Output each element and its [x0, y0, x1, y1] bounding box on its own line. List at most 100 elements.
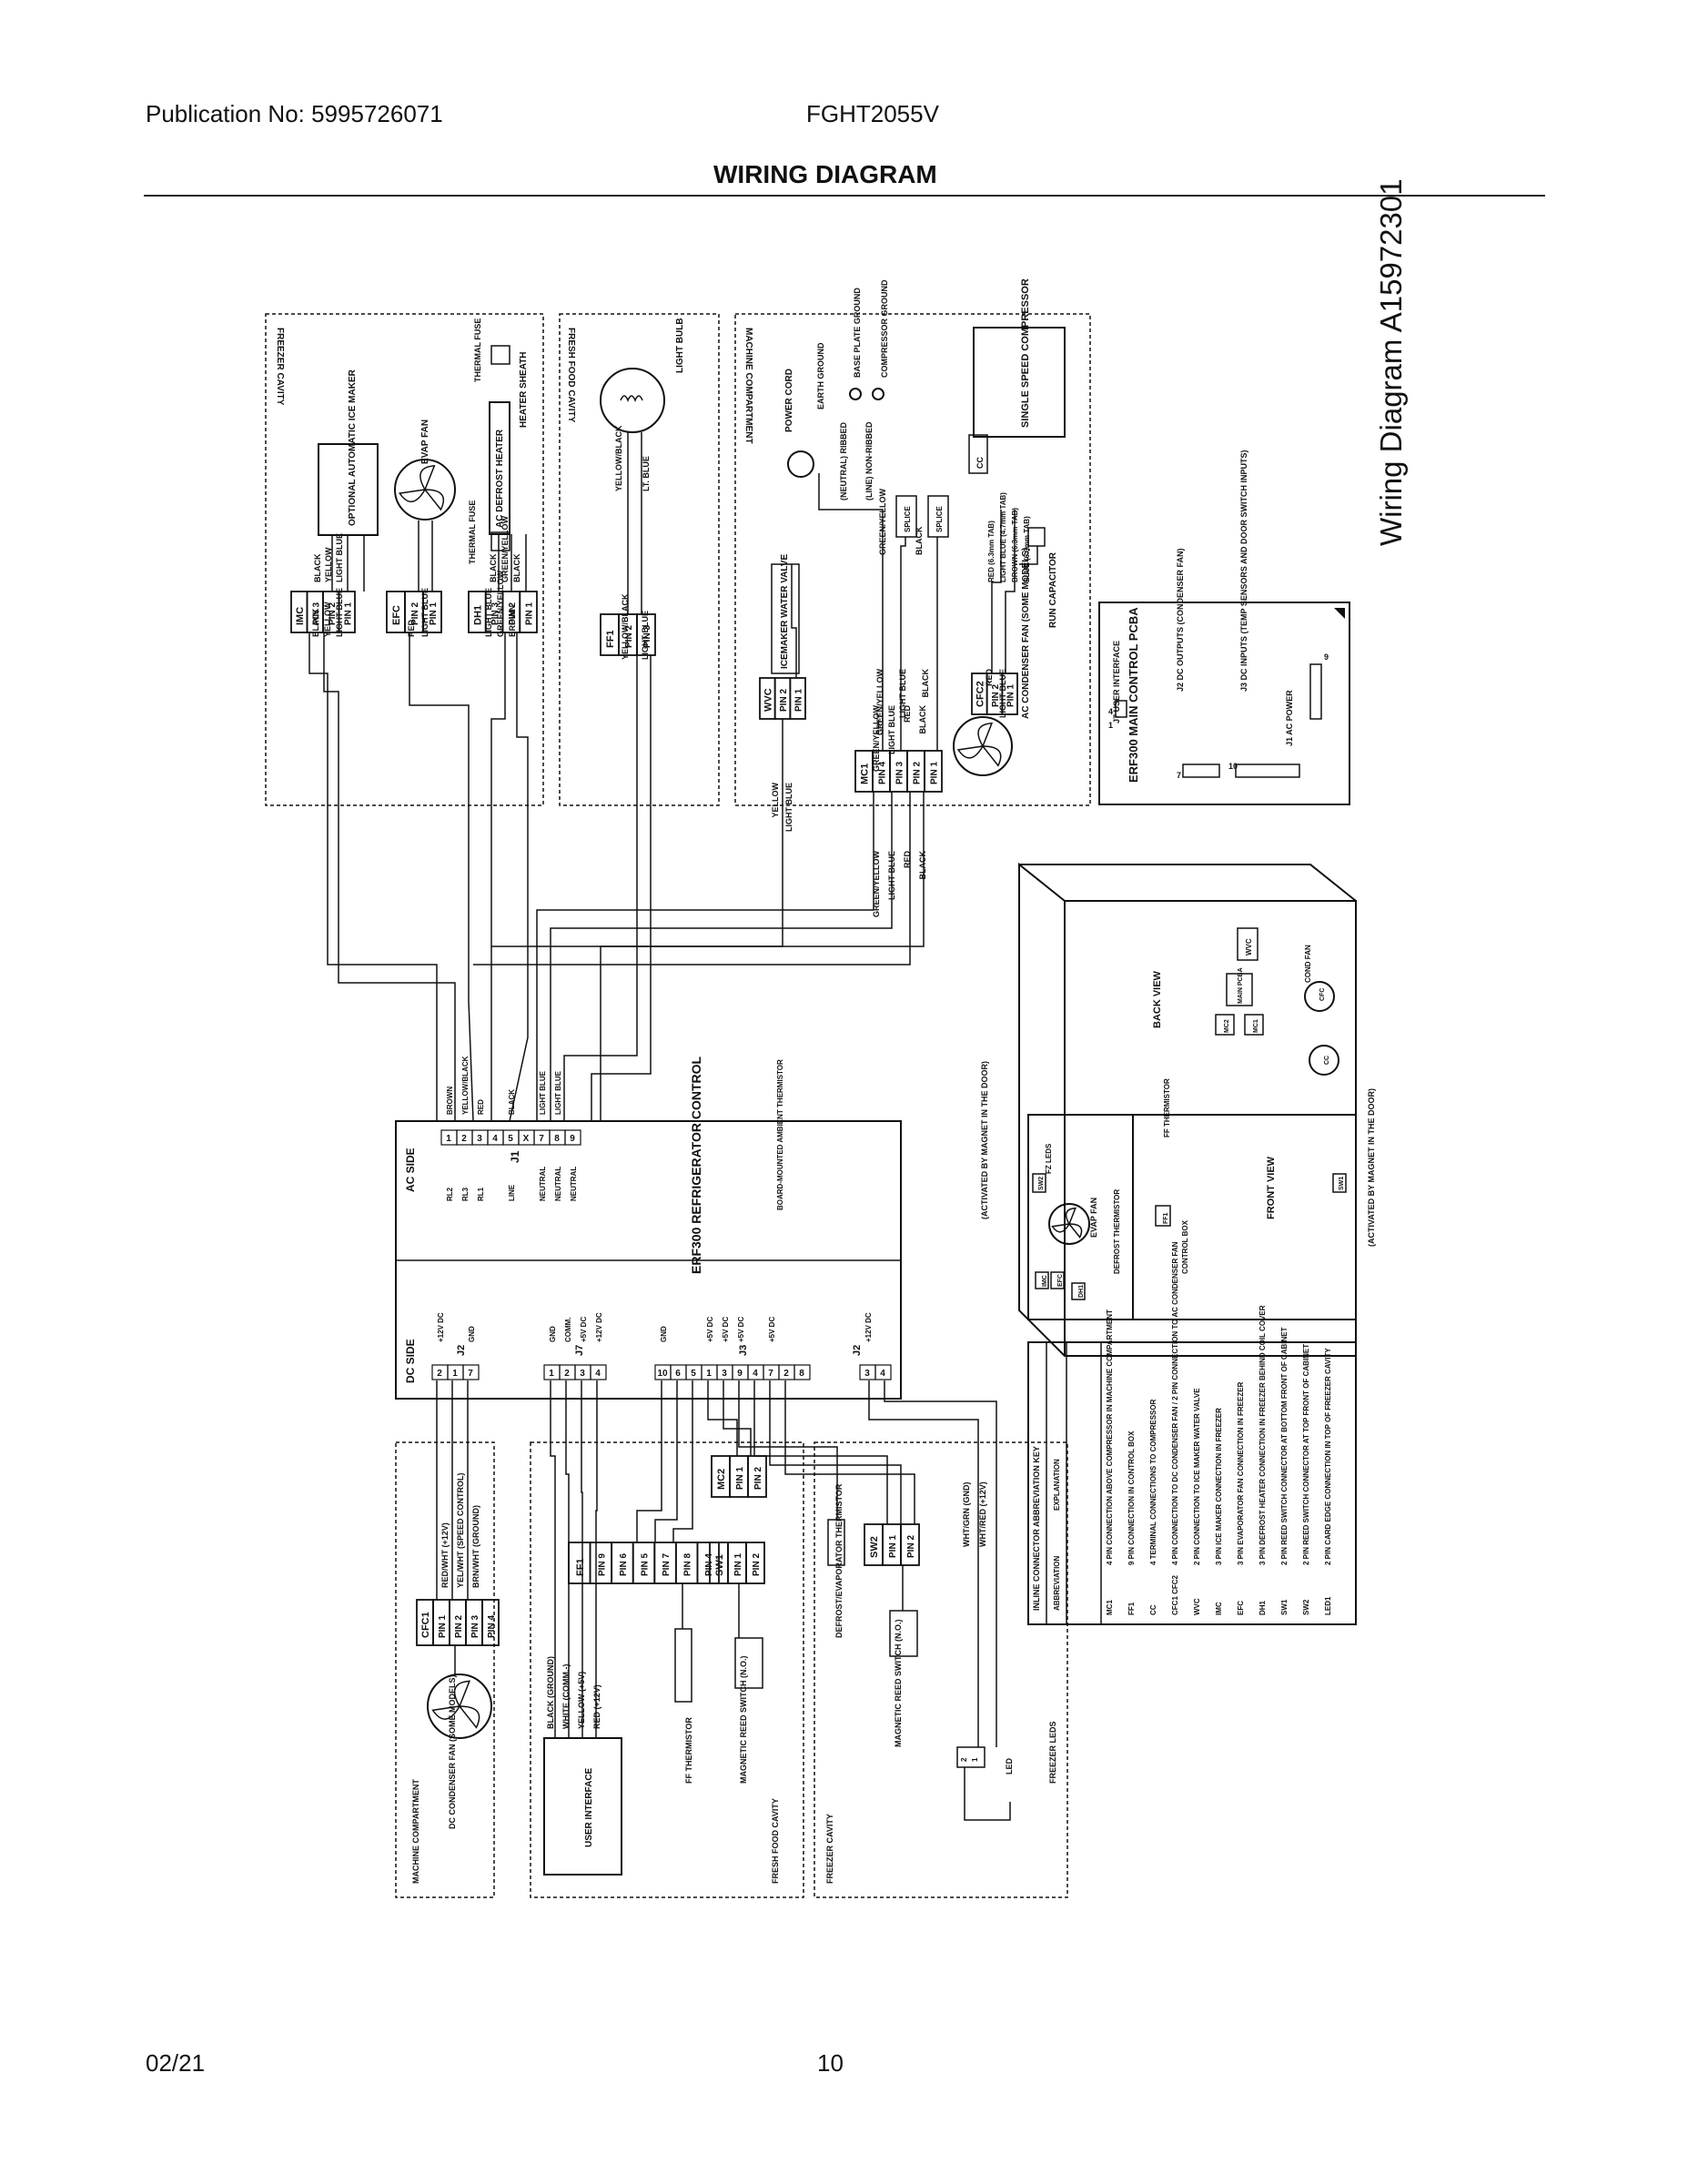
- dh1-connector-pin-1: PIN 2: [508, 602, 518, 625]
- mc1-out-wire-0: GREEN/YELLOW: [872, 851, 881, 918]
- led-wire-0: WHT/GRN (GND): [962, 1482, 971, 1548]
- j2b-pin-num-1: 4: [880, 1369, 885, 1379]
- wire-run-34: [565, 1380, 570, 1738]
- defrost-heater-box: [489, 401, 510, 535]
- ac-pin-8: [564, 1129, 581, 1146]
- ac-pin-num-5: X: [523, 1134, 530, 1144]
- thermal-fuse-label-1: THERMAL FUSE: [468, 500, 477, 564]
- wire-run-9: [550, 792, 893, 1121]
- j3-pin-num-7: 7: [768, 1369, 773, 1379]
- machine-wire-1: BLACK: [915, 526, 924, 555]
- ui-wire-2: YELLOW (+5V): [577, 1672, 586, 1729]
- wire-run-47: [884, 1380, 997, 1747]
- dc-condenser-fan: [427, 1673, 492, 1739]
- freezer-cavity-label: FREEZER CAVITY: [275, 328, 285, 406]
- rc-wire-0: GREEN/YELLOW: [875, 669, 884, 736]
- rc-wire-1: LIGHT BLUE: [898, 669, 907, 718]
- ff1-bottom-connector-pin-0: PIN 9: [597, 1553, 607, 1576]
- sw2-connector-id: SW2: [869, 1536, 880, 1558]
- dc-side-label: DC SIDE: [404, 1339, 417, 1383]
- defrost-heater-label: AC DEFROST HEATER: [495, 429, 505, 528]
- cfc2-connector-pin-0: PIN 2: [991, 684, 1001, 707]
- back-main-pcba-label: MAIN PCBA: [1238, 967, 1244, 1004]
- mc2-connector-id: MC2: [716, 1469, 727, 1490]
- mc1-in-wire-1: LIGHT BLUE: [887, 705, 896, 754]
- legend-abbr-7: DH1: [1258, 1600, 1267, 1615]
- legend-text-7: 3 PIN DEFROST HEATER CONNECTION IN FREEZ…: [1258, 1305, 1267, 1565]
- panel-dc-fresh: [530, 1441, 804, 1898]
- dc-fresh-label: FRESH FOOD CAVITY: [771, 1798, 780, 1884]
- panel-dc-freezer: [814, 1441, 1068, 1898]
- wire-run-28: [791, 564, 797, 678]
- front-sw1-label: SW1: [1339, 1177, 1345, 1190]
- compressor-body: [973, 327, 1066, 438]
- user-interface-label: USER INTERFACE: [584, 1767, 594, 1847]
- j3-pin-num-4: 3: [722, 1369, 727, 1379]
- ac-pin-num-7: 8: [554, 1134, 560, 1144]
- mc1-connector-pin-2: PIN 2: [913, 762, 923, 784]
- cc-label: CC: [975, 457, 985, 469]
- ac-pin-label-7: NEUTRAL: [554, 1167, 562, 1201]
- led-label: LED: [1005, 1757, 1014, 1774]
- wire-run-51: [964, 1767, 1011, 1821]
- mc1-connector-id: MC1: [860, 763, 871, 784]
- main-pcba-box: [1098, 602, 1350, 805]
- ac-wire-7: LIGHT BLUE: [554, 1070, 562, 1115]
- back-wvc-label: WVC: [1245, 938, 1253, 956]
- j1-label: J1: [509, 1150, 521, 1163]
- led-connector: [956, 1746, 986, 1768]
- magnet-note-2: (ACTIVATED BY MAGNET IN THE DOOR): [1367, 1088, 1376, 1247]
- ui-wire-3: RED (+12V): [592, 1684, 601, 1729]
- j7-pin-label-2: +5V DC: [580, 1317, 588, 1342]
- reed-switch-1-label: MAGNETIC REED SWITCH (N.O.): [739, 1656, 748, 1785]
- ff1-top-connector-pin-0: PIN 2: [624, 625, 634, 648]
- front-evap-fan-label: EVAP FAN: [1089, 1198, 1098, 1238]
- legend-abbr-8: SW1: [1280, 1599, 1289, 1615]
- wire-run-45: [784, 1380, 915, 1524]
- imc-connector-pin-1: PIN 2: [328, 602, 338, 625]
- wvc-in-wire-1: LIGHT BLUE: [784, 783, 793, 832]
- wire-run-13: [900, 537, 906, 751]
- ac-wire-6: LIGHT BLUE: [539, 1070, 547, 1115]
- ui-wire-1: WHITE (COMM.-): [561, 1664, 571, 1729]
- sw1-connector-id: SW1: [714, 1554, 725, 1576]
- j2-pin-num-2: 7: [468, 1369, 473, 1379]
- evap-fan: [394, 459, 456, 521]
- imc-out-wire-0: BLACK: [313, 553, 322, 582]
- legend-abbr-0: MC1: [1106, 1600, 1114, 1615]
- imc-in-wire-0: BLACK: [311, 608, 320, 637]
- back-cfc-label: CFC: [1319, 988, 1326, 1001]
- j7-pin-num-1: 2: [564, 1369, 570, 1379]
- heater-sheath-label: HEATER SHEATH: [519, 351, 529, 428]
- back-main-pcba: [1226, 973, 1253, 1006]
- machine-compartment-label: MACHINE COMPARTMENT: [743, 328, 753, 444]
- j2b-pin-label-0: +12V DC: [864, 1312, 873, 1342]
- evap-fan-blade-0: [423, 489, 445, 511]
- ff1-top-connector-id: FF1: [605, 630, 616, 648]
- power-cord-plug: [787, 450, 814, 478]
- sw1-connector-pin-0: PIN 1: [733, 1553, 743, 1576]
- wire-run-0: [308, 632, 438, 1121]
- compressor-ground-symbol: [872, 388, 884, 400]
- user-interface-box: [543, 1737, 622, 1876]
- dc-condenser-fan-label: DC CONDENSER FAN (SOME MODELS): [448, 1674, 457, 1829]
- imc-in-wire-2: LIGHT BLUE: [335, 588, 344, 637]
- dc-condenser-fan-blade-2: [453, 1680, 471, 1708]
- ac-condenser-fan-label: AC CONDENSER FAN (SOME MODELS): [1021, 548, 1031, 719]
- cfc1-wire-0: RED/WHT (+12V): [440, 1522, 450, 1588]
- efc-in-wire-1: LIGHT BLUE: [420, 588, 430, 637]
- mc1-in-wire-2: RED: [903, 705, 912, 723]
- front-sw2: [1032, 1173, 1046, 1193]
- wire-run-44: [769, 1380, 902, 1524]
- j2-pin-num-1: 1: [452, 1369, 458, 1379]
- main-pcba-corner-mark: [1334, 608, 1345, 619]
- cfc1-connector-pin-2: PIN 3: [470, 1615, 480, 1638]
- thermal-fuse-label-2: THERMAL FUSE: [473, 318, 482, 382]
- j3-pin-num-0: 10: [657, 1369, 668, 1379]
- mc2-connector-pin-1: PIN 2: [753, 1467, 763, 1490]
- legend-abbr-2: CC: [1149, 1604, 1157, 1615]
- ac-pin-label-1: RL3: [461, 1187, 470, 1201]
- front-efc: [1050, 1271, 1065, 1289]
- wire-run-5: [563, 655, 638, 1121]
- legend-text-2: 4 TERMINAL CONNECTIONS TO COMPRESSOR: [1149, 1399, 1157, 1565]
